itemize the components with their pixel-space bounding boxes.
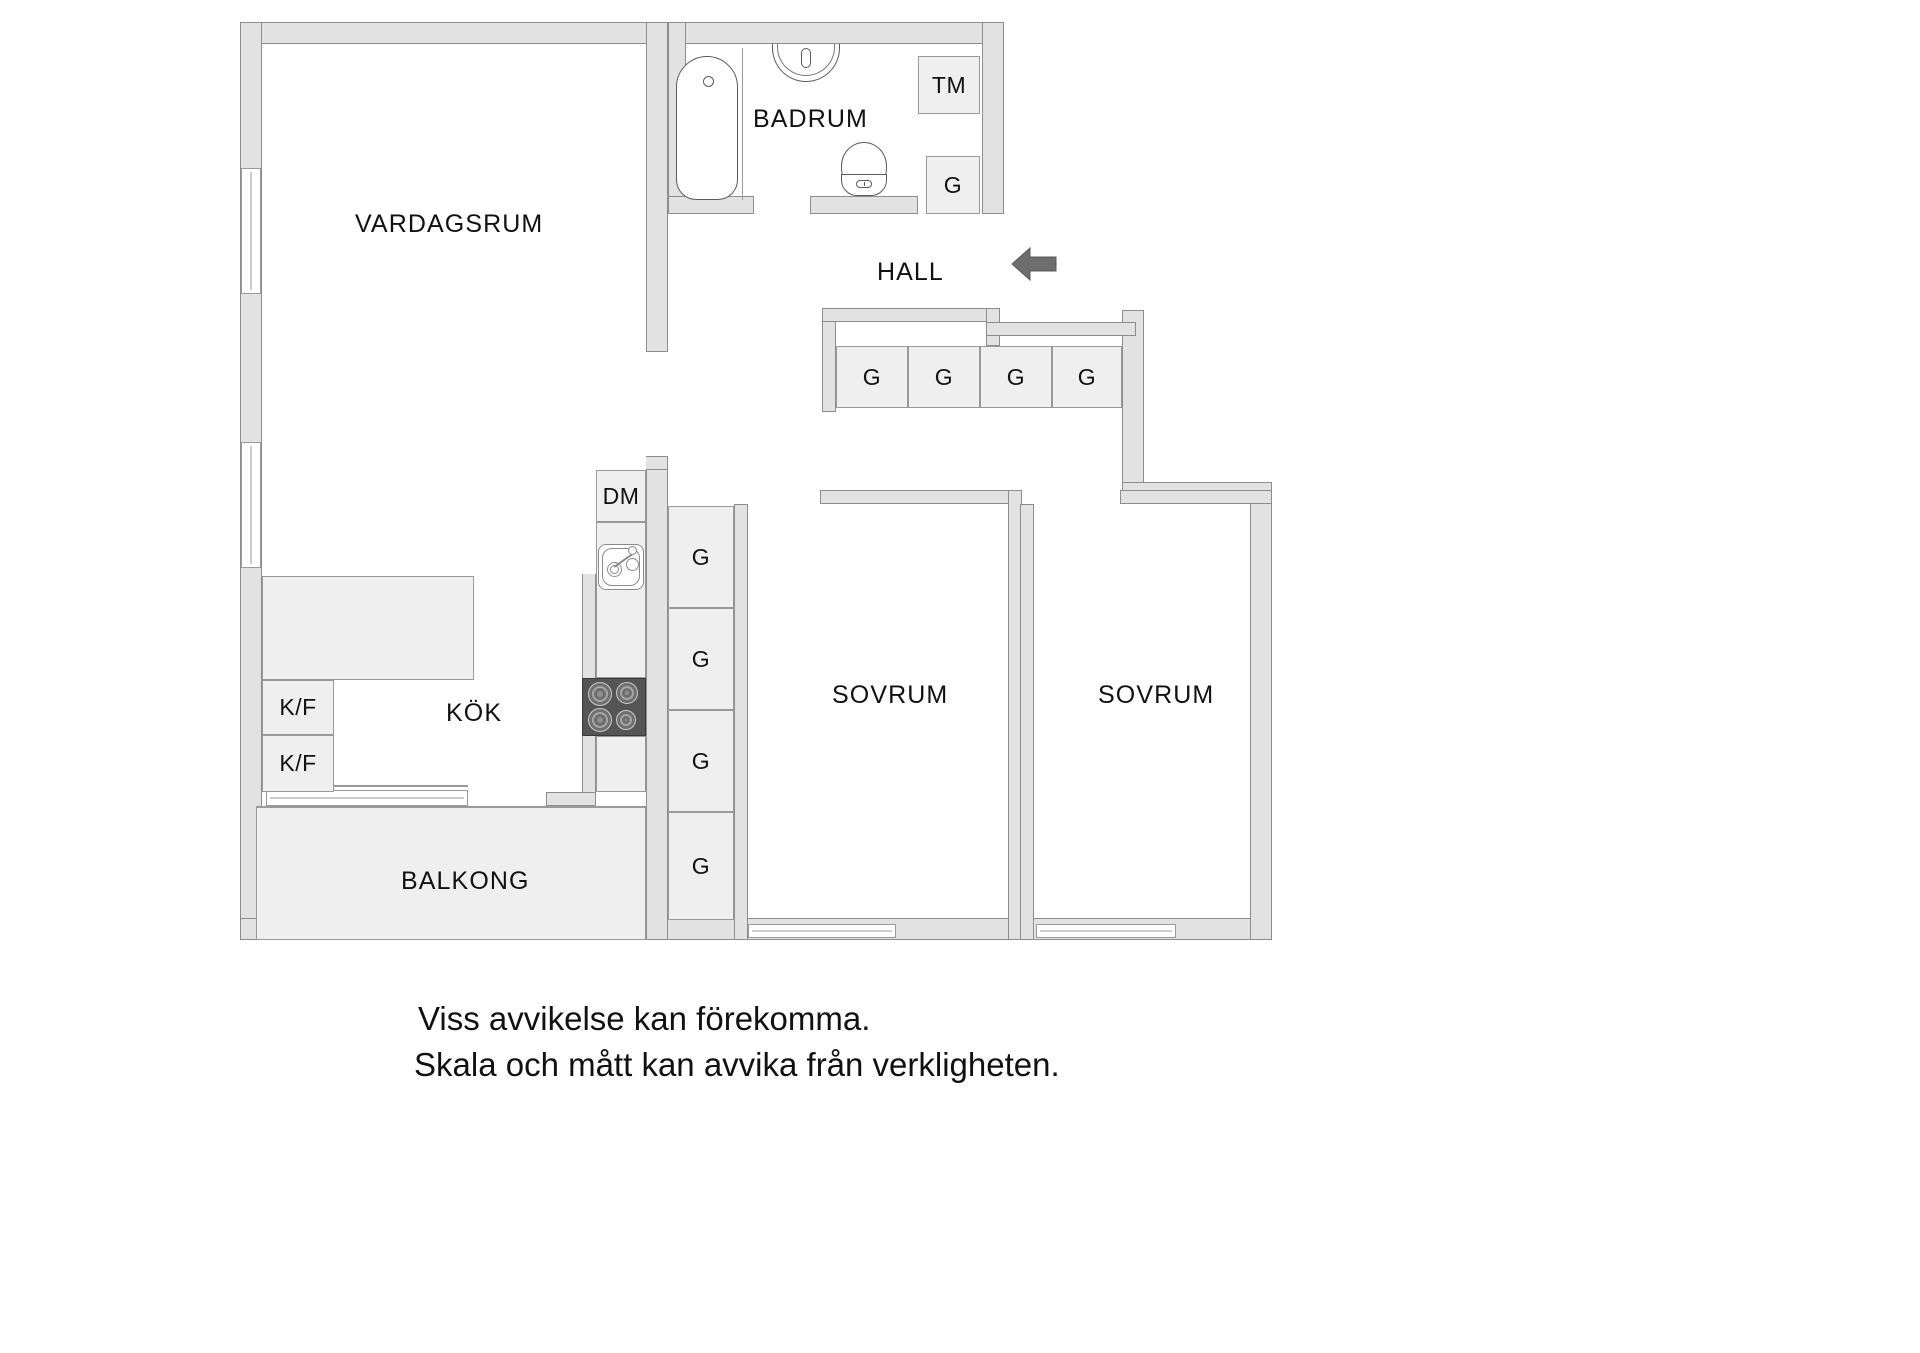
cabinet-tm[interactable]: TM	[918, 56, 980, 114]
entrance-arrow-icon	[1011, 246, 1057, 282]
bathtub-side-line	[742, 48, 743, 200]
wall-exterior-top	[240, 22, 1004, 44]
wall-sovrum2-top	[1120, 490, 1272, 504]
wall-hall-closet-left	[822, 308, 836, 412]
cabinet-dm[interactable]: DM	[596, 470, 646, 522]
caption-line-2: Skala och mått kan avvika från verklighe…	[414, 1046, 1060, 1083]
burner-bottom-left-icon	[588, 708, 612, 732]
cabinet-col-g2[interactable]: G	[668, 608, 734, 710]
cabinet-col-g3-label: G	[691, 747, 711, 774]
wall-badrum-right	[982, 22, 1004, 214]
wall-vardagsrum-right	[646, 22, 668, 352]
cabinet-col-g1[interactable]: G	[668, 506, 734, 608]
washbasin-tap-icon	[801, 48, 811, 68]
cabinet-hall-g3-label: G	[1006, 363, 1026, 390]
burner-top-left-icon	[588, 682, 612, 706]
cabinet-col-g4[interactable]: G	[668, 812, 734, 920]
room-label-sovrum-2: SOVRUM	[1098, 681, 1215, 709]
cabinet-col-g3[interactable]: G	[668, 710, 734, 812]
kitchen-sink-faucet-tip-icon	[628, 546, 637, 555]
toilet-flush-icon	[856, 180, 872, 188]
kitchen-counter-upper	[262, 576, 474, 680]
balkong-inner-edge	[256, 806, 646, 808]
window-balkong-sill	[266, 785, 468, 787]
burner-top-right-icon	[616, 682, 638, 704]
room-label-hall: HALL	[877, 258, 944, 286]
kitchen-column-lower	[596, 736, 646, 792]
kitchen-sink-faucet-base-icon	[626, 558, 639, 571]
cabinet-hall-g3[interactable]: G	[980, 346, 1052, 408]
wall-exterior-right	[1250, 482, 1272, 940]
window-vardagsrum-lower	[241, 442, 261, 568]
cabinet-kf-1-label: K/F	[279, 694, 317, 720]
wall-kok-column-right	[646, 456, 668, 940]
caption-line-1: Viss avvikelse kan förekomma.	[418, 1000, 871, 1037]
room-vardagsrum	[262, 44, 646, 574]
room-label-badrum: BADRUM	[753, 105, 868, 133]
cabinet-hall-g2[interactable]: G	[908, 346, 980, 408]
wall-sovrum1-left	[734, 504, 748, 940]
cabinet-kf-1[interactable]: K/F	[262, 680, 334, 735]
cabinet-kf-2[interactable]: K/F	[262, 735, 334, 792]
cabinet-hall-g2-label: G	[934, 363, 954, 390]
cabinet-col-g2-label: G	[691, 645, 711, 672]
cabinet-hall-g1[interactable]: G	[836, 346, 908, 408]
window-sovrum2	[1036, 924, 1176, 938]
window-sovrum1	[748, 924, 896, 938]
cabinet-tm-label: TM	[931, 71, 967, 98]
window-balkong-door	[266, 790, 468, 806]
window-vardagsrum-upper	[241, 168, 261, 294]
wall-kok-bottom-stub	[546, 792, 596, 806]
room-label-kok: KÖK	[446, 699, 503, 727]
cabinet-kf-2-label: K/F	[279, 750, 317, 776]
bathtub-drain-icon	[703, 76, 714, 87]
cabinet-col-g4-label: G	[691, 852, 711, 879]
cabinet-bath-g-label: G	[943, 171, 963, 198]
burner-bottom-right-icon	[616, 710, 636, 730]
balkong-area	[256, 806, 646, 940]
room-label-sovrum-1: SOVRUM	[832, 681, 949, 709]
cabinet-hall-g1-label: G	[862, 363, 882, 390]
wall-sovrum1-top	[820, 490, 1022, 504]
cabinet-bath-g[interactable]: G	[926, 156, 980, 214]
cabinet-col-g1-label: G	[691, 543, 711, 570]
cabinet-hall-g4[interactable]: G	[1052, 346, 1122, 408]
cabinet-hall-g4-label: G	[1077, 363, 1097, 390]
wall-hall-right-upper	[1122, 310, 1144, 490]
room-label-balkong: BALKONG	[401, 867, 530, 895]
wall-hall-closet-top3	[986, 322, 1136, 336]
wall-sovrum2-left	[1020, 504, 1034, 940]
wall-badrum-bottom-right	[810, 196, 918, 214]
room-label-vardagsrum: VARDAGSRUM	[355, 210, 544, 238]
cabinet-dm-label: DM	[602, 482, 640, 509]
wall-hall-closet-top	[822, 308, 1000, 322]
